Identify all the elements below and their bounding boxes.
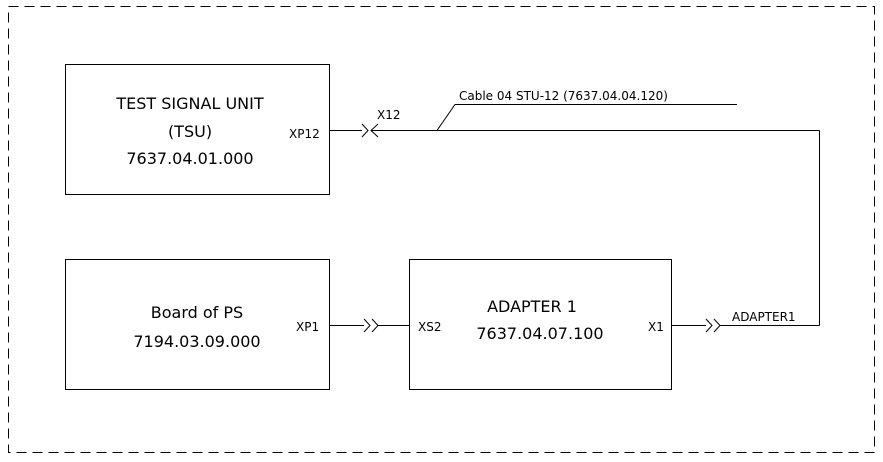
adapter-box (409, 259, 672, 390)
connection-xp1-xs2 (329, 318, 410, 333)
connector-label-x1: X1 (648, 320, 664, 334)
adapter-block: ADAPTER 1 7637.04.07.100 (409, 259, 672, 390)
board-title: Board of PS (151, 303, 243, 322)
tsu-box (65, 64, 330, 195)
connector-xs2-symbol (371, 318, 379, 333)
connector-label-xp1: XP1 (296, 320, 319, 334)
connector-label-adapter1: ADAPTER1 (732, 310, 796, 324)
connector-label-x12: X12 (377, 108, 401, 122)
drawing-frame (8, 6, 875, 453)
tsu-abbreviation: (TSU) (168, 122, 212, 141)
tsu-block: TEST SIGNAL UNIT (TSU) 7637.04.01.000 (65, 64, 330, 195)
connector-label-xs2: XS2 (418, 320, 441, 334)
cable-label: Cable 04 STU-12 (7637.04.04.120) (459, 89, 668, 103)
board-box (65, 259, 330, 390)
tsu-part-number: 7637.04.01.000 (126, 149, 253, 168)
connection-xp12-x12 (329, 123, 820, 138)
tsu-title: TEST SIGNAL UNIT (115, 94, 263, 113)
adapter-part-number: 7637.04.07.100 (476, 324, 603, 343)
cable-run (725, 130, 820, 326)
adapter-title: ADAPTER 1 (487, 297, 577, 316)
board-part-number: 7194.03.09.000 (133, 332, 260, 351)
connection-x1-adapter1 (671, 318, 726, 333)
board-block: Board of PS 7194.03.09.000 (65, 259, 330, 390)
connector-xp12-symbol (361, 123, 369, 138)
connector-x1-symbol (705, 318, 713, 333)
connector-xp1-symbol (363, 318, 371, 333)
connector-label-xp12: XP12 (289, 127, 320, 141)
cable-leader-line (436, 104, 737, 131)
connector-adapter1-symbol (713, 318, 721, 333)
